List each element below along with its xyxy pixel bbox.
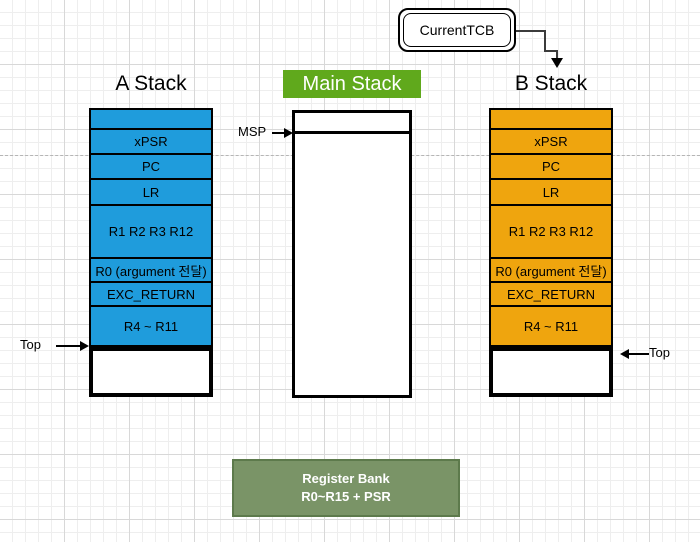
stack-a-cell-r4-r11: R4 ~ R11 — [91, 307, 211, 345]
stack-b-cell-xpsr: xPSR — [491, 130, 611, 155]
stack-b-cell-r0-argument: R0 (argument 전달) — [491, 259, 611, 283]
stack-b-title: B Stack — [514, 72, 588, 95]
top-label-right: Top — [649, 345, 670, 360]
stack-a-cell-exc-return: EXC_RETURN — [91, 283, 211, 307]
msp-label: MSP — [238, 124, 267, 139]
stack-a-cell-r1-r12: R1 R2 R3 R12 — [91, 206, 211, 259]
stack-b-cell-lr: LR — [491, 180, 611, 206]
msp-arrow-head-icon — [284, 128, 293, 138]
tcb-connector-vertical — [544, 30, 546, 52]
stack-a-column: xPSR PC LR R1 R2 R3 R12 R0 (argument 전달)… — [89, 108, 213, 347]
tcb-connector-horizontal — [516, 30, 546, 32]
stack-b-column: xPSR PC LR R1 R2 R3 R12 R0 (argument 전달)… — [489, 108, 613, 347]
stack-a-cell-lr: LR — [91, 180, 211, 206]
main-stack-title-badge: Main Stack — [283, 70, 421, 98]
stack-a-free-space-inner — [92, 350, 210, 394]
stack-b-cell-pc: PC — [491, 155, 611, 180]
register-bank-box: Register Bank R0~R15 + PSR — [232, 459, 460, 517]
msp-arrow-line — [272, 132, 286, 134]
stack-b-cell-empty — [491, 110, 611, 130]
top-left-arrow-line — [56, 345, 82, 347]
tcb-connector-horizontal-2 — [544, 50, 558, 52]
top-right-arrow-line — [629, 353, 649, 355]
top-left-arrow-head-icon — [80, 341, 89, 351]
stack-b-cell-r4-r11: R4 ~ R11 — [491, 307, 611, 345]
register-bank-line1: Register Bank — [302, 471, 390, 487]
current-tcb-label: CurrentTCB — [419, 22, 495, 38]
stack-a-cell-pc: PC — [91, 155, 211, 180]
tcb-connector-vertical-2 — [556, 50, 558, 62]
top-label-left: Top — [20, 337, 41, 352]
stack-b-cell-exc-return: EXC_RETURN — [491, 283, 611, 307]
stack-a-cell-r0-argument: R0 (argument 전달) — [91, 259, 211, 283]
stack-b-cell-r1-r12: R1 R2 R3 R12 — [491, 206, 611, 259]
stack-a-cell-xpsr: xPSR — [91, 130, 211, 155]
stack-a-free-space-box — [89, 347, 213, 397]
main-stack-box — [292, 110, 412, 398]
stack-a-title: A Stack — [115, 72, 187, 95]
register-bank-line2: R0~R15 + PSR — [301, 489, 391, 504]
top-right-arrow-head-icon — [620, 349, 629, 359]
stack-a-cell-empty — [91, 110, 211, 130]
stack-b-free-space-box — [489, 347, 613, 397]
tcb-arrow-head-icon — [551, 58, 563, 68]
main-stack-top-divider — [292, 131, 412, 134]
current-tcb-box[interactable]: CurrentTCB — [398, 8, 516, 52]
stack-b-free-space-inner — [492, 350, 610, 394]
